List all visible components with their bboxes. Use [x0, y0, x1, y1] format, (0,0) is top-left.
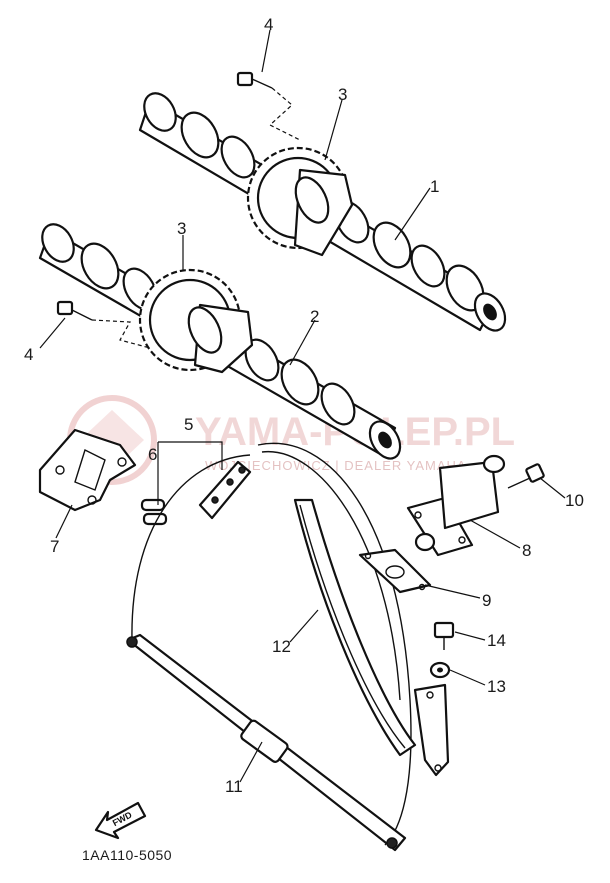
washer [429, 661, 451, 679]
diagram-code: 1AA110-5050 [82, 847, 172, 863]
tensioner-bolt [507, 463, 545, 489]
callout-9: 9 [482, 591, 491, 610]
sprocket-bolt-upper [236, 71, 301, 141]
chain-guide-long [293, 498, 417, 757]
callout-4-upper: 4 [264, 15, 273, 34]
leader-lines [39, 29, 566, 783]
chain-guide-top [38, 428, 137, 512]
guide-stopper-bracket [413, 683, 450, 777]
cam-sprocket-lower [138, 268, 254, 374]
callout-12: 12 [272, 637, 291, 656]
cam-chain [131, 442, 412, 846]
callout-6: 6 [148, 445, 157, 464]
sprocket-bolt-lower [56, 300, 151, 349]
callout-3-upper: 3 [338, 85, 347, 104]
callout-labels: 1 2 3 3 4 4 5 6 7 8 9 10 11 12 13 14 [24, 15, 584, 796]
forward-arrow-icon: FWD [94, 801, 147, 840]
tensioner-gasket [358, 548, 432, 594]
callout-3-lower: 3 [177, 219, 186, 238]
callout-4-lower: 4 [24, 345, 33, 364]
callout-11: 11 [225, 777, 243, 796]
callout-8: 8 [522, 541, 531, 560]
chain-tensioner [406, 454, 506, 557]
callout-10: 10 [565, 491, 584, 510]
chain-joint-link [198, 460, 252, 520]
callout-14: 14 [487, 631, 506, 650]
callout-2: 2 [310, 307, 319, 326]
cam-sprocket-upper [246, 146, 354, 257]
callout-1: 1 [430, 177, 439, 196]
chain-damper [126, 633, 407, 852]
stopper-bolt [433, 621, 455, 650]
callout-5: 5 [184, 415, 193, 434]
callout-13: 13 [487, 677, 506, 696]
callout-7: 7 [50, 537, 59, 556]
watermark-dealer: WOJCIECHOWICZ | DEALER YAMAHA [205, 458, 467, 473]
chain-link-clip [140, 498, 168, 526]
